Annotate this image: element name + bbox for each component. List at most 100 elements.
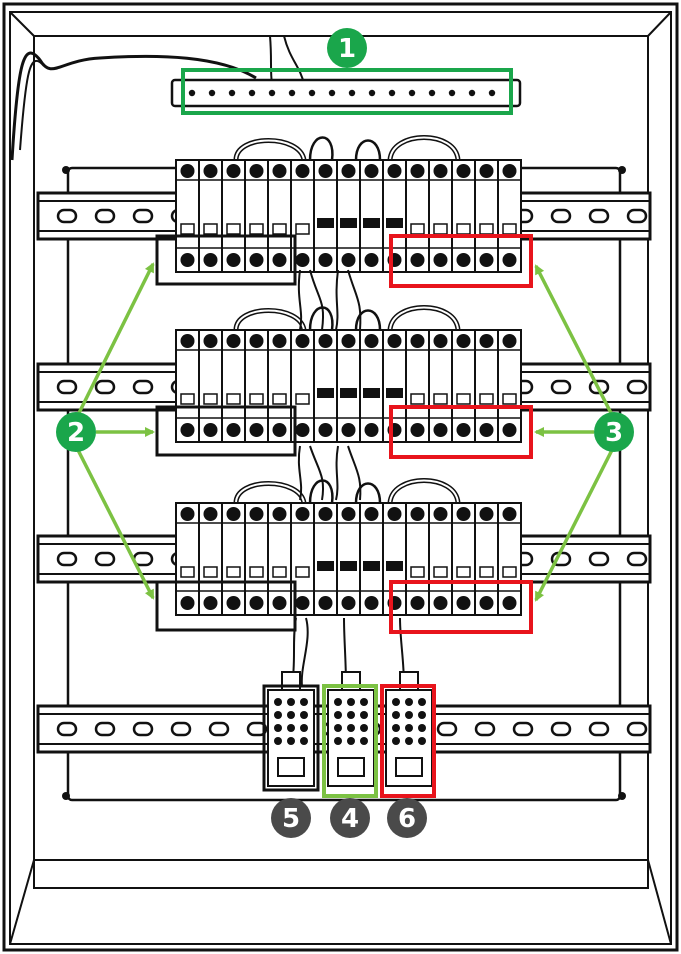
callout-4: 4 bbox=[330, 798, 370, 838]
callout-3-label: 3 bbox=[605, 418, 623, 448]
highlight-right-row1 bbox=[389, 234, 533, 288]
breaker-module bbox=[428, 329, 453, 443]
busbar-terminal bbox=[268, 89, 276, 97]
busbar-terminal bbox=[488, 89, 496, 97]
breaker-module bbox=[313, 159, 338, 273]
arrow-3-row1 bbox=[534, 264, 614, 416]
incoming-cable-2 bbox=[19, 60, 45, 151]
arrow-2-row3 bbox=[76, 449, 155, 600]
callout-3: 3 bbox=[594, 412, 634, 452]
breaker-module bbox=[221, 159, 246, 273]
top-wires bbox=[269, 35, 305, 85]
breaker-module bbox=[336, 329, 361, 443]
protection-device bbox=[385, 671, 433, 787]
breaker-module bbox=[405, 159, 430, 273]
breaker-module bbox=[359, 329, 384, 443]
breaker-row bbox=[175, 478, 522, 616]
breaker-module bbox=[497, 159, 522, 273]
breaker-module bbox=[267, 502, 292, 616]
busbar-terminal bbox=[388, 89, 396, 97]
protection-device bbox=[327, 671, 375, 787]
breaker-module bbox=[221, 329, 246, 443]
breaker-row bbox=[175, 305, 522, 443]
breaker-module bbox=[474, 159, 499, 273]
bottom-devices bbox=[267, 671, 433, 787]
breaker-module bbox=[175, 329, 200, 443]
busbar-terminal bbox=[188, 89, 196, 97]
arrow-2-row1 bbox=[76, 262, 155, 416]
busbar-terminal bbox=[348, 89, 356, 97]
breaker-module bbox=[244, 329, 269, 443]
breaker-module bbox=[359, 502, 384, 616]
breaker-module bbox=[497, 329, 522, 443]
breaker-module bbox=[451, 159, 476, 273]
callout-arrows bbox=[76, 262, 614, 602]
busbar-terminal bbox=[228, 89, 236, 97]
breaker-module bbox=[198, 502, 223, 616]
busbar-terminal bbox=[468, 89, 476, 97]
highlights bbox=[155, 68, 533, 798]
busbar-terminal bbox=[208, 89, 216, 97]
callout-2-label: 2 bbox=[67, 418, 85, 448]
busbar-terminal bbox=[328, 89, 336, 97]
highlight-device-5 bbox=[262, 684, 320, 792]
busbar-terminal bbox=[248, 89, 256, 97]
highlight-right-row3 bbox=[389, 580, 533, 634]
breaker-module bbox=[428, 159, 453, 273]
busbar-terminal bbox=[428, 89, 436, 97]
breaker-module bbox=[359, 159, 384, 273]
breaker-module bbox=[244, 159, 269, 273]
callout-6-label: 6 bbox=[398, 804, 416, 834]
breaker-module bbox=[290, 159, 315, 273]
breaker-module bbox=[474, 329, 499, 443]
breaker-module bbox=[497, 502, 522, 616]
breaker-module bbox=[405, 329, 430, 443]
breaker-module bbox=[405, 502, 430, 616]
breaker-module bbox=[198, 159, 223, 273]
breaker-module bbox=[290, 502, 315, 616]
busbar-terminal bbox=[408, 89, 416, 97]
breaker-module bbox=[336, 159, 361, 273]
busbar-terminal bbox=[308, 89, 316, 97]
breaker-module bbox=[198, 329, 223, 443]
breaker-module bbox=[474, 502, 499, 616]
callout-5-label: 5 bbox=[282, 804, 300, 834]
breaker-module bbox=[221, 502, 246, 616]
highlight-device-4 bbox=[322, 684, 378, 798]
breaker-module bbox=[267, 159, 292, 273]
breaker-module bbox=[382, 159, 407, 273]
breaker-module bbox=[382, 502, 407, 616]
breaker-module bbox=[175, 502, 200, 616]
breaker-module bbox=[313, 502, 338, 616]
protection-device bbox=[267, 671, 315, 787]
callout-5: 5 bbox=[271, 798, 311, 838]
highlight-left-row2 bbox=[155, 405, 297, 457]
arrow-3-row3 bbox=[534, 449, 614, 602]
callout-1: 1 bbox=[327, 28, 367, 68]
breaker-rows bbox=[175, 135, 522, 616]
busbar bbox=[170, 78, 522, 108]
breaker-module bbox=[336, 502, 361, 616]
highlight-device-6 bbox=[380, 684, 436, 798]
breaker-module bbox=[244, 502, 269, 616]
breaker-module bbox=[175, 159, 200, 273]
breaker-module bbox=[313, 329, 338, 443]
breaker-module bbox=[267, 329, 292, 443]
callout-2: 2 bbox=[56, 412, 96, 452]
highlight-left-row3 bbox=[155, 580, 297, 632]
breaker-module bbox=[451, 329, 476, 443]
highlight-left-row1 bbox=[155, 234, 297, 286]
busbar-terminal bbox=[368, 89, 376, 97]
callout-4-label: 4 bbox=[341, 804, 359, 834]
busbar-terminal bbox=[448, 89, 456, 97]
breaker-module bbox=[382, 329, 407, 443]
callout-6: 6 bbox=[387, 798, 427, 838]
busbar-terminal bbox=[288, 89, 296, 97]
callout-1-label: 1 bbox=[338, 34, 356, 64]
breaker-row bbox=[175, 135, 522, 273]
breaker-module bbox=[451, 502, 476, 616]
incoming-cable bbox=[10, 51, 257, 161]
